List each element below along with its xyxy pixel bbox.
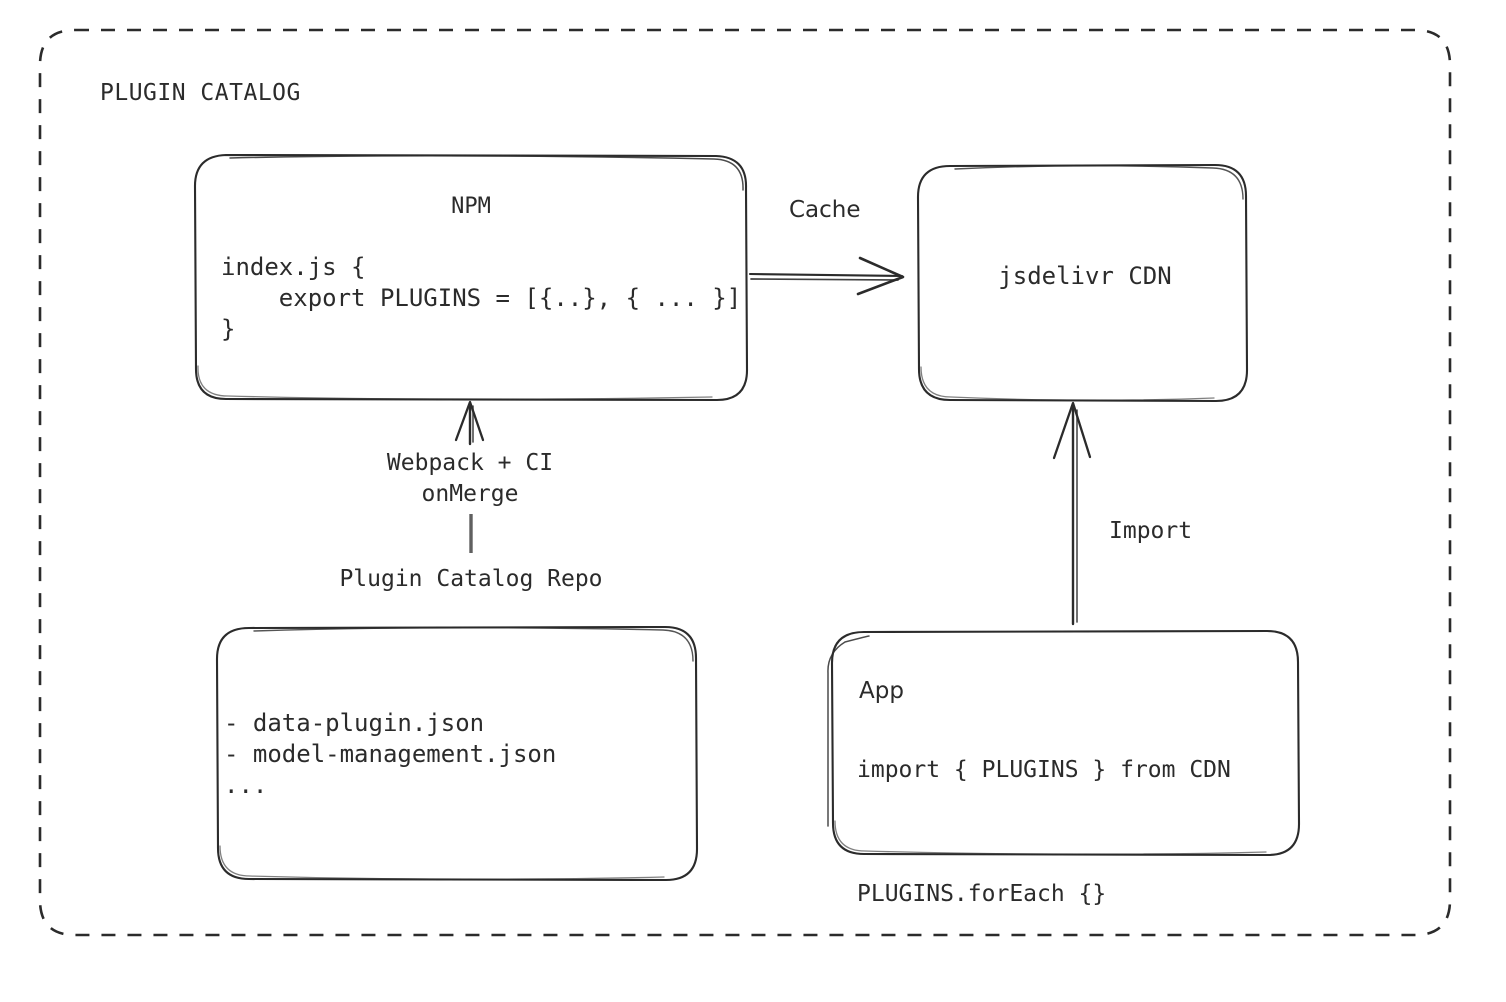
cdn-node-label: jsdelivr CDN [998,262,1172,290]
app-node-code: import { PLUGINS } from CDN PLUGINS.forE… [857,757,1231,907]
repo-node-caption: Plugin Catalog Repo [339,566,603,592]
npm-node-label: NPM [451,194,491,219]
app-node-label: App [859,678,904,704]
import-arrow [1052,401,1092,626]
cache-arrow [748,256,905,296]
npm-node-code: index.js { export PLUGINS = [{..}, { ...… [221,253,742,343]
repo-node-items: - data-plugin.json - model-management.js… [224,709,557,799]
import-edge-label: Import [1109,518,1193,544]
page-title: PLUGIN CATALOG [100,80,301,106]
build-edge-label: Webpack + CI onMerge [386,450,554,507]
cache-edge-label: Cache [789,197,861,223]
